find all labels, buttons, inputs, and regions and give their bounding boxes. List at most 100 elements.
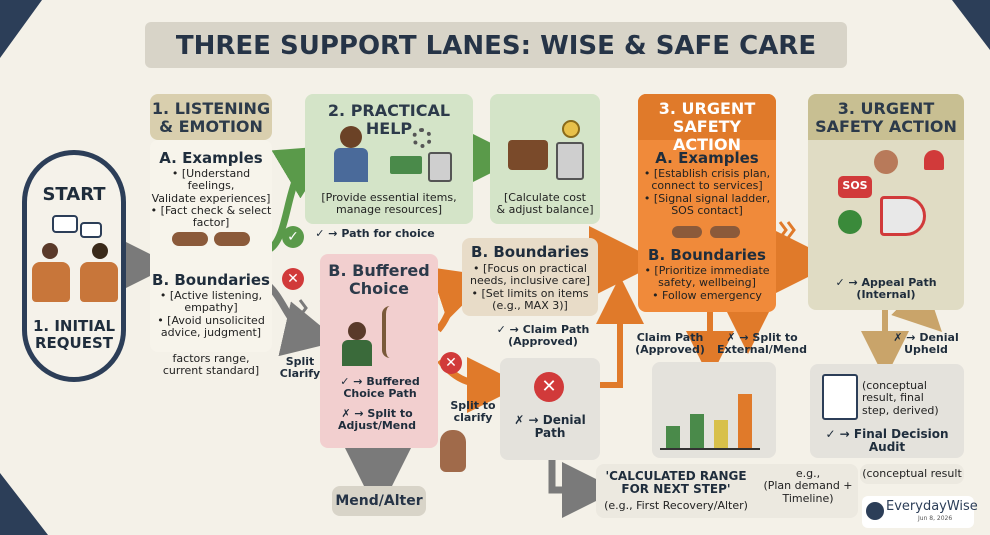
alarm-light-icon xyxy=(924,150,944,170)
urgent1-examples-items: • [Establish crisis plan, connect to ser… xyxy=(643,167,771,217)
boundaries-mid-box xyxy=(462,238,598,316)
x-circle-icon-large: ✕ xyxy=(534,372,564,402)
clipboard-icon xyxy=(822,374,858,420)
urgent1-boundaries-items: • [Prioritize immediate safety, wellbein… xyxy=(644,264,770,302)
pointing-hands-icon-2 xyxy=(214,232,250,246)
practical-help-header: 2. PRACTICAL HELP xyxy=(327,101,451,138)
practical-caption: [Provide essential items, manage resourc… xyxy=(321,191,457,217)
listening-boundaries-title: B. Boundaries xyxy=(152,271,270,289)
chevron-1 xyxy=(298,299,308,317)
calc-range-eg: e.g., (Plan demand + Timeline) xyxy=(763,467,853,505)
split-clarify-label: Split Clarify xyxy=(279,355,321,381)
buffered-choice-header: B. Buffered Choice xyxy=(328,261,430,298)
megaphone-icon xyxy=(880,196,926,236)
chevron-3 xyxy=(778,221,796,239)
urgent1-claim-label: Claim Path (Approved) xyxy=(635,331,705,357)
urgent1-boundaries-title: B. Boundaries xyxy=(648,246,766,264)
calculator-icon-2 xyxy=(556,142,584,180)
split-to-clarify-label: Split to clarify xyxy=(450,399,496,425)
brand-name: EverydayWise xyxy=(886,499,978,514)
buffered-split-label: ✗ → Split to Adjust/Mend xyxy=(338,407,416,433)
denial-path-label: ✗ → Denial Path xyxy=(514,413,586,441)
calc-range-box xyxy=(596,464,858,518)
chart-bar-3 xyxy=(714,420,728,448)
mend-alter-label: Mend/Alter xyxy=(335,493,423,509)
chart-bar-4 xyxy=(738,394,752,448)
mend-alter-box[interactable] xyxy=(332,486,426,516)
calc-cost-caption: [Calculate cost & adjust balance] xyxy=(496,191,594,217)
chart-bar-1 xyxy=(666,426,680,448)
armchair-icon xyxy=(32,262,70,302)
brand-date: Jun 8, 2026 xyxy=(918,515,953,522)
conceptual-box xyxy=(860,464,964,484)
page-title: THREE SUPPORT LANES: WISE & SAFE CARE xyxy=(175,31,817,61)
final-audit-label: ✓ → Final Decision Audit xyxy=(825,427,949,455)
urgent-action-header-2-bg xyxy=(808,94,964,140)
sos-label: SOS xyxy=(842,179,868,192)
title-banner xyxy=(145,22,847,68)
armchair-icon-2 xyxy=(80,262,118,302)
claim-path-label: ✓ → Claim Path (Approved) xyxy=(496,323,590,349)
gear-icon xyxy=(412,128,432,148)
worker-body xyxy=(334,148,368,182)
person-icon-3 xyxy=(348,322,366,340)
brand-logo-icon xyxy=(866,502,884,520)
buffered-path-label: ✓ → Buffered Choice Path xyxy=(340,375,420,401)
cash-icon xyxy=(390,156,422,174)
boundaries-mid-title: B. Boundaries xyxy=(471,243,589,261)
pointing-hands-icon-4 xyxy=(710,226,740,238)
calc-range-sub: (e.g., First Recovery/Alter) xyxy=(604,499,748,512)
person-icon xyxy=(42,243,58,259)
appeal-path-label: ✓ → Appeal Path (Internal) xyxy=(835,276,937,302)
corner-top-right xyxy=(952,0,990,50)
initial-request-label: 1. INITIAL REQUEST xyxy=(32,317,116,352)
boundaries-mid-items: • [Focus on practical needs, inclusive c… xyxy=(469,262,590,312)
phone-icon xyxy=(838,210,862,234)
arrow-denial-range xyxy=(548,460,618,518)
listening-footer: factors range, current standard] xyxy=(162,352,260,378)
urgent1-examples-title: A. Examples xyxy=(655,149,759,167)
path-for-choice-label: ✓ → Path for choice xyxy=(315,227,435,240)
start-label: START xyxy=(42,184,106,205)
listening-body xyxy=(150,140,272,352)
final-result-text: (conceptual result, final step, derived) xyxy=(862,379,939,417)
urgent1-split-label: ✗ → Split to External/Mend xyxy=(717,331,807,357)
listening-examples-items: • [Understand feelings, Validate experie… xyxy=(150,167,272,230)
arrow-to-practical xyxy=(265,145,334,254)
coin-icon xyxy=(562,120,580,138)
person-icon-2 xyxy=(92,243,108,259)
calc-range-title: 'CALCULATED RANGE FOR NEXT STEP' xyxy=(605,469,747,497)
signpost-icon xyxy=(382,306,422,358)
calculator-icon xyxy=(428,152,452,182)
conceptual-label: (conceptual result xyxy=(862,467,962,480)
listening-header-box xyxy=(150,94,272,140)
listening-boundaries-items: • [Active listening, empathy] • [Avoid u… xyxy=(157,289,265,339)
pointing-hands-icon xyxy=(172,232,208,246)
arrow-buffered-boundaries xyxy=(429,267,492,333)
check-circle-icon: ✓ xyxy=(282,226,304,248)
corner-top-left xyxy=(0,0,42,58)
person-body xyxy=(342,340,372,366)
x-circle-icon-2: ✕ xyxy=(440,352,462,374)
urgent-action-header-1: 3. URGENT SAFETY ACTION xyxy=(658,99,756,154)
person-icon-4 xyxy=(874,150,898,174)
wallet-icon xyxy=(508,140,548,170)
denial-upheld-label: ✗ → Denial Upheld xyxy=(893,331,959,357)
x-circle-icon: ✕ xyxy=(282,268,304,290)
listening-examples-title: A. Examples xyxy=(159,149,263,167)
worker-icon xyxy=(340,126,362,148)
urgent-action-header-2: 3. URGENT SAFETY ACTION xyxy=(815,99,957,136)
speech-bubble-icon xyxy=(52,215,78,233)
listening-header: 1. LISTENING & EMOTION xyxy=(151,99,271,136)
arrow-to-buffered xyxy=(265,282,340,357)
urgent-action-header-1-bg xyxy=(638,94,776,140)
arrow-denial-urgent xyxy=(596,276,644,388)
hand-cursor-icon xyxy=(440,430,466,472)
sos-bubble xyxy=(838,176,872,198)
chart-baseline xyxy=(660,448,760,450)
chart-bar-2 xyxy=(690,414,704,448)
speech-bubble-icon-2 xyxy=(80,222,102,238)
pointing-hands-icon-3 xyxy=(672,226,702,238)
corner-bottom-left xyxy=(0,473,48,535)
